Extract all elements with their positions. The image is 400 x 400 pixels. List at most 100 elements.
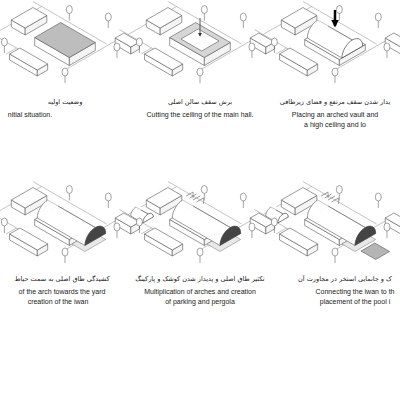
tree-crown xyxy=(62,248,68,256)
vault-edge xyxy=(307,20,317,38)
tree-crown xyxy=(271,38,277,46)
tree-crown xyxy=(201,6,207,14)
building-roof xyxy=(145,228,183,250)
vault-edge xyxy=(37,200,47,218)
caption-text: وضعیت اولیه xyxy=(48,99,83,106)
pergola-post xyxy=(338,198,339,204)
building-roof xyxy=(145,48,183,70)
caption-text: تکثیر طاق اصلی و پدیدار شدن کوشک و پارکی… xyxy=(135,276,264,283)
pergola-post xyxy=(193,192,194,198)
vault-edge xyxy=(307,38,342,58)
pergola-beam xyxy=(193,196,200,200)
street-line xyxy=(254,210,291,232)
panel-drawing xyxy=(0,182,139,264)
tree-crown xyxy=(1,218,7,226)
building-roof xyxy=(281,188,317,209)
caption-text: placement of the pool i xyxy=(320,298,390,306)
caption-text: of parking and pergola xyxy=(165,298,235,306)
pergola-post xyxy=(328,192,329,198)
tree-crown xyxy=(375,13,381,21)
street-line xyxy=(0,30,22,52)
vault-strip xyxy=(46,200,96,229)
vault-end xyxy=(220,226,241,245)
building-roof xyxy=(305,25,366,60)
pergola-beam xyxy=(321,192,328,196)
caption-text: Connecting the iwan to th xyxy=(316,288,395,296)
pergola-beam xyxy=(332,198,339,202)
caption-text: برش سقف سالن اصلی xyxy=(168,99,232,106)
tree-crown xyxy=(1,38,7,46)
tree-crown xyxy=(336,6,342,14)
vault-edge xyxy=(172,200,182,218)
pool xyxy=(361,243,390,260)
tree-crown xyxy=(197,68,203,76)
vault-edge xyxy=(307,200,317,218)
pergola-post xyxy=(203,198,204,204)
tree-crown xyxy=(271,218,277,226)
tree-crown xyxy=(114,43,120,51)
building-roof xyxy=(280,228,318,250)
tree-crown xyxy=(136,38,142,46)
panel-drawing xyxy=(119,182,274,264)
vault-strip xyxy=(316,200,366,229)
tree-crown xyxy=(197,248,203,256)
street-line xyxy=(119,210,156,232)
tree-crown xyxy=(249,43,255,51)
tree-crown xyxy=(105,13,111,21)
street-line xyxy=(0,210,22,232)
vault-end xyxy=(85,226,106,245)
vault-end xyxy=(342,39,363,58)
vault-edge xyxy=(37,218,85,246)
building-roof xyxy=(146,188,182,209)
caption-text: کشیدگی طاق اصلی به سمت حیاط xyxy=(14,276,109,283)
pergola-beam xyxy=(328,196,335,200)
placing-arrow xyxy=(334,10,337,26)
caption-text: Cutting the ceiling of the main hall. xyxy=(146,111,253,119)
panel-drawing xyxy=(119,2,274,84)
tree-crown xyxy=(249,223,255,231)
caption-text: Placing an arched vault and xyxy=(292,111,378,119)
caption-text: Multiplication of arches and creation xyxy=(144,288,256,296)
building-roof xyxy=(11,8,47,29)
tree-crown xyxy=(114,223,120,231)
street-line xyxy=(119,30,156,52)
building-roof xyxy=(146,8,182,29)
panel-drawing xyxy=(254,182,400,264)
tree-crown xyxy=(62,68,68,76)
caption-text: ک و جانمایی استخر در مجاورت آن xyxy=(298,276,392,283)
caption-text: a high ceiling and lo xyxy=(304,121,366,129)
tree-crown xyxy=(375,193,381,201)
vault-edge xyxy=(307,218,355,246)
building-roof xyxy=(281,8,317,29)
panel-drawing xyxy=(254,2,400,84)
tree-crown xyxy=(240,13,246,21)
tree-crown xyxy=(66,6,72,14)
street-line xyxy=(254,30,291,52)
pergola-beam xyxy=(197,198,204,202)
panel-drawing xyxy=(0,2,139,84)
vault-end xyxy=(278,213,288,223)
vault-end xyxy=(355,226,376,245)
vault-end xyxy=(143,213,153,223)
building-roof xyxy=(280,48,318,70)
vault-edge xyxy=(266,207,271,216)
cut-arrow xyxy=(200,18,201,36)
building-roof xyxy=(11,188,47,209)
tree-crown xyxy=(332,68,338,76)
tree-crown xyxy=(105,193,111,201)
tree-crown xyxy=(136,218,142,226)
caption-text: creation of the iwan xyxy=(28,298,89,306)
vault-strip xyxy=(181,200,231,229)
tree-crown xyxy=(332,248,338,256)
tree-crown xyxy=(384,223,390,231)
tree-crown xyxy=(240,193,246,201)
caption-text: یدار شدن سقف مرتفع و فضای زیرطاقی xyxy=(280,99,390,106)
tree-crown xyxy=(384,43,390,51)
pergola-beam xyxy=(186,192,193,196)
building-roof xyxy=(10,228,48,250)
building-roof xyxy=(10,48,48,70)
vault-edge xyxy=(131,207,136,216)
building-roof xyxy=(35,23,96,58)
tree-crown xyxy=(66,186,72,194)
